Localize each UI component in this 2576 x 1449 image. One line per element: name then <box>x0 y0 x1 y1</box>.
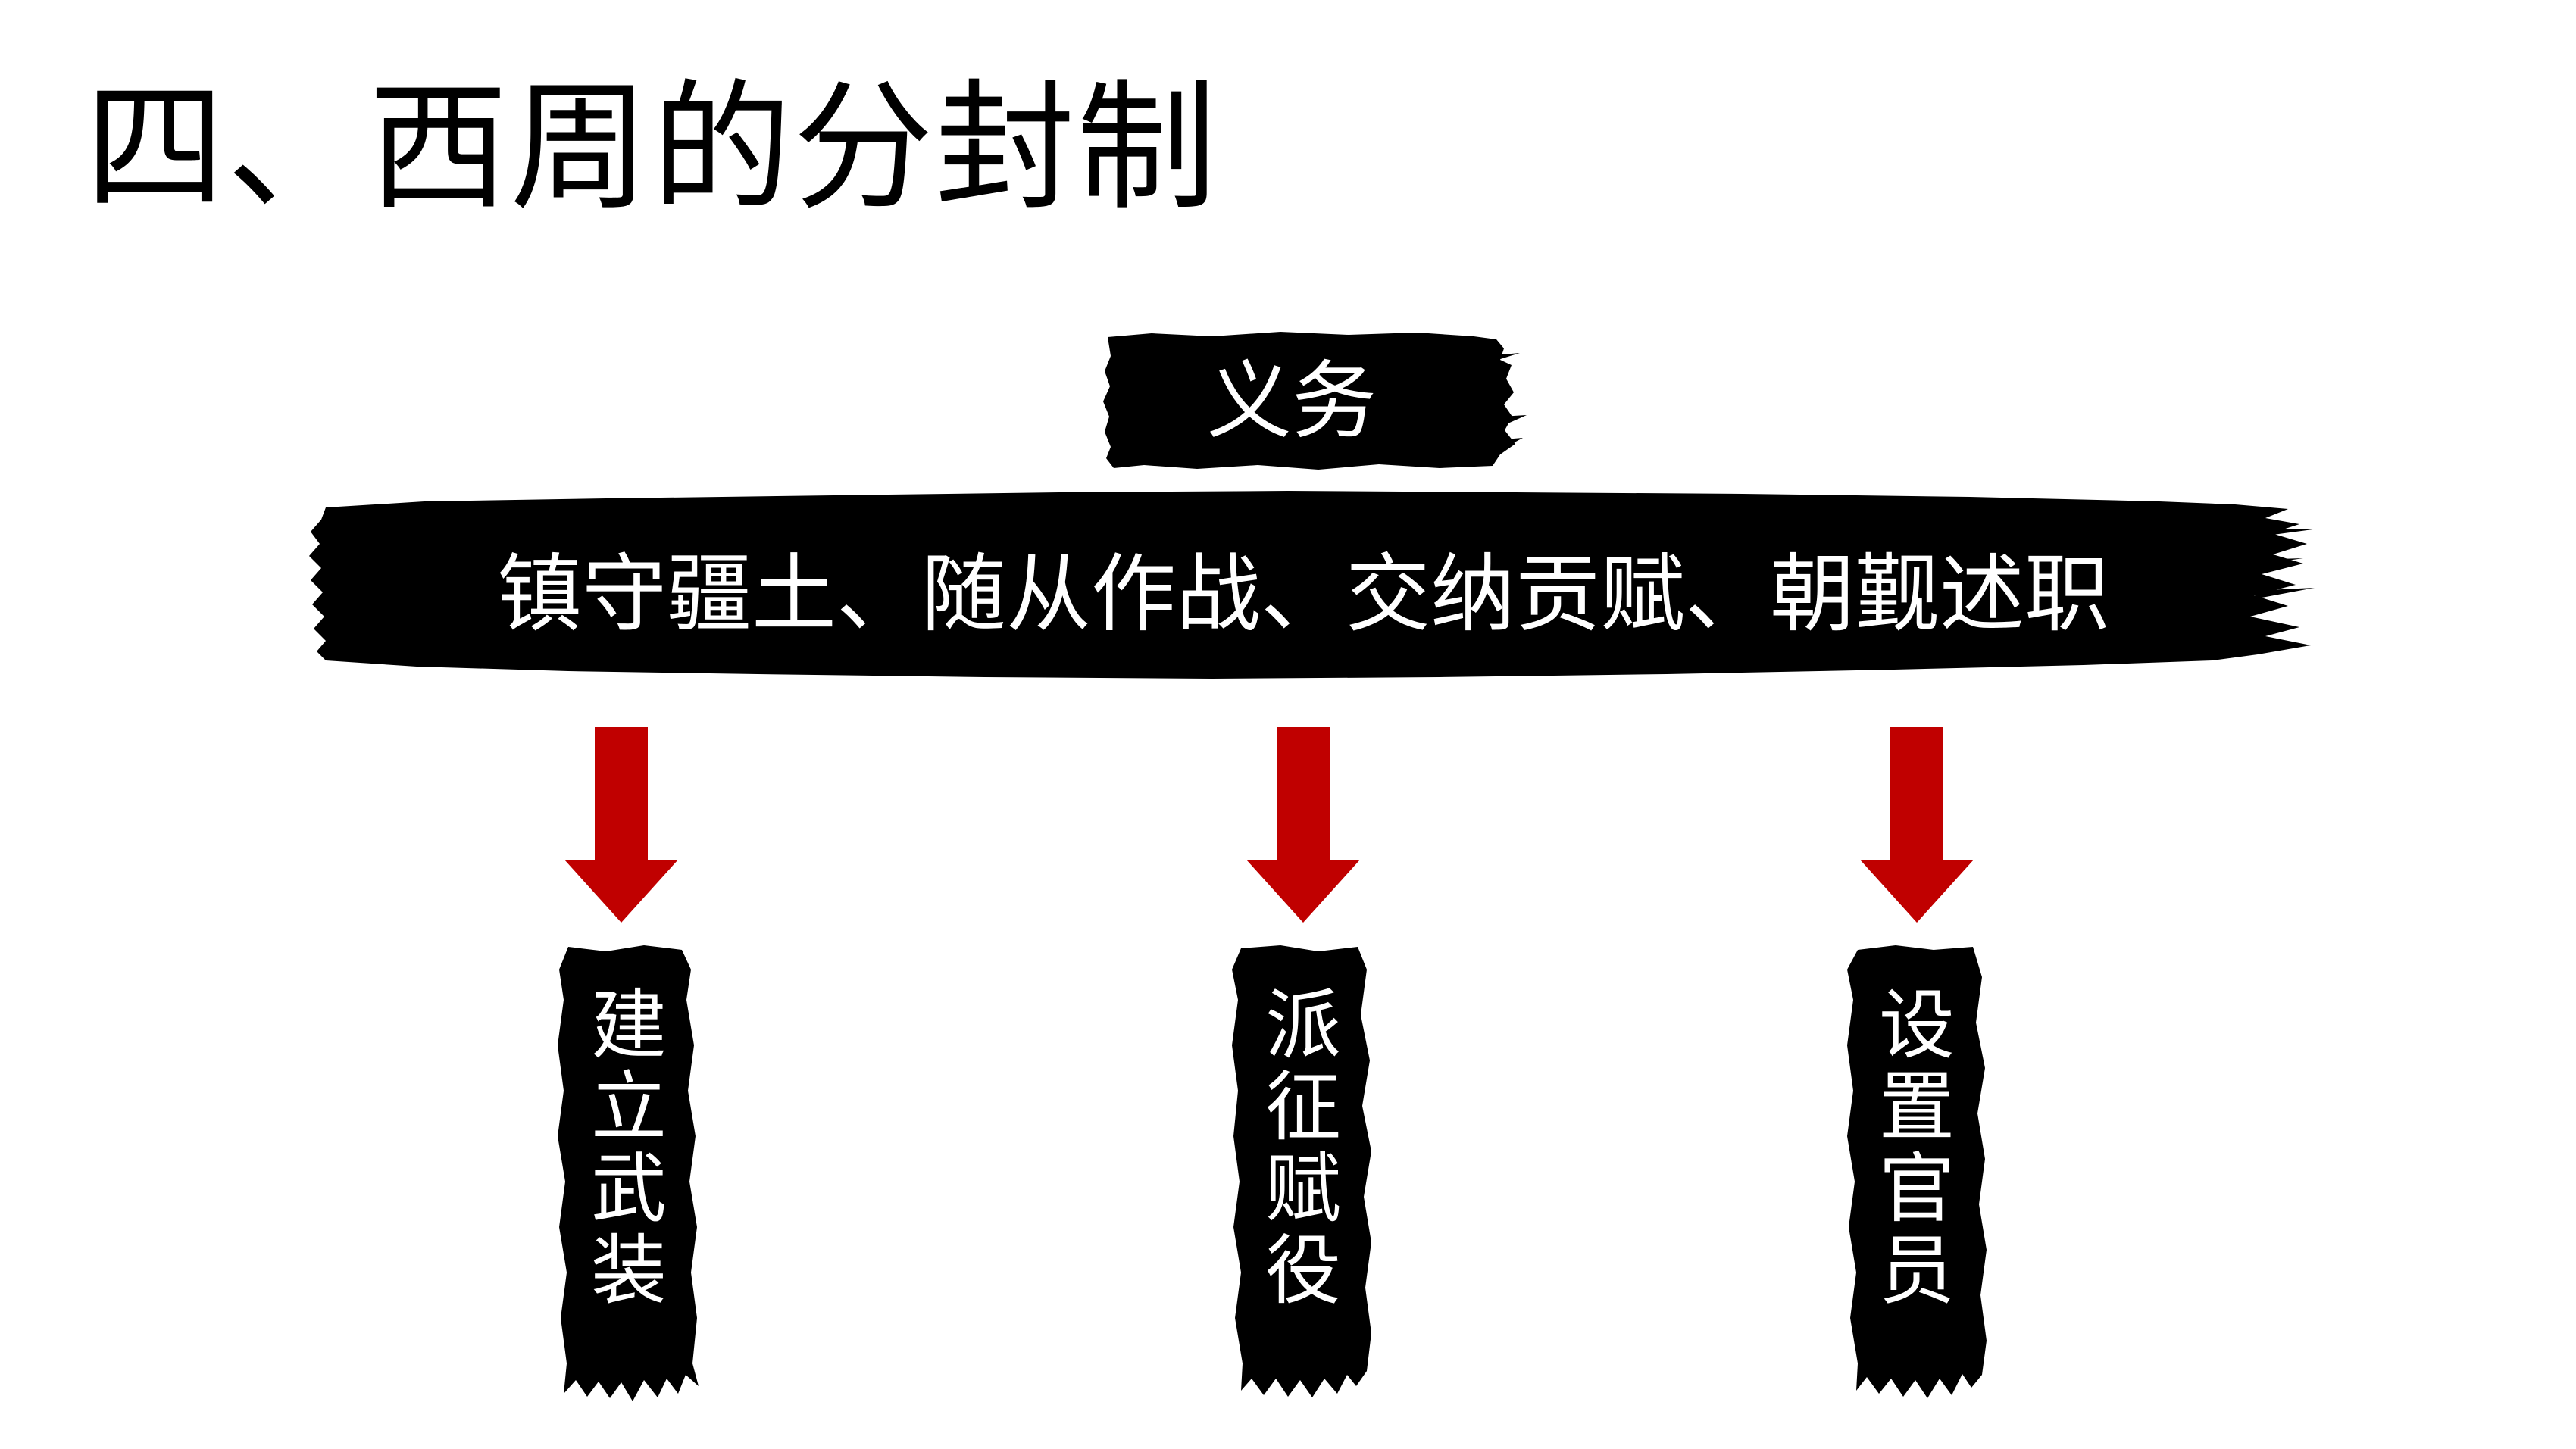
down-arrow-1 <box>564 727 678 923</box>
result-label-1: 建立武装 <box>591 981 667 1315</box>
down-arrow-2 <box>1246 727 1360 923</box>
duty-brush-box <box>1103 332 1527 470</box>
result-brush-box-3 <box>1847 945 1987 1398</box>
duty-label: 义务 <box>1207 352 1377 451</box>
duties-brush-stroke <box>309 491 2318 679</box>
result-label-3: 设置官员 <box>1879 981 1955 1315</box>
page-title: 四、西周的分封制 <box>85 66 1218 230</box>
result-brush-box-2 <box>1232 945 1371 1397</box>
result-brush-box-1 <box>558 945 699 1401</box>
duties-text: 镇守疆土、随从作战、交纳贡赋、朝觐述职 <box>497 545 2109 644</box>
result-label-2: 派征赋役 <box>1265 981 1341 1315</box>
down-arrow-3 <box>1860 727 1974 923</box>
